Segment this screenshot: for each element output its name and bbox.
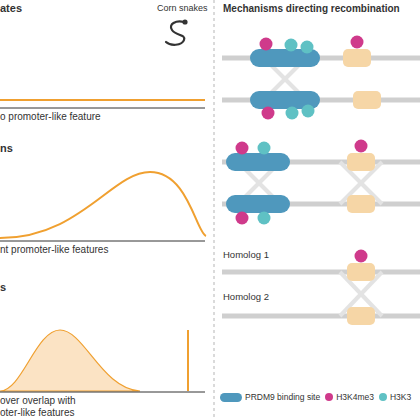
prdm9-site xyxy=(226,153,290,171)
h3k4me3-mark xyxy=(355,250,368,263)
legend-swatch xyxy=(379,393,387,401)
h3k4me3-mark xyxy=(236,142,249,155)
section-heading: ates xyxy=(0,2,22,15)
prdm9-site xyxy=(226,195,290,213)
chromosome xyxy=(222,314,420,319)
promoter-feature xyxy=(347,153,375,171)
h3k36me3-mark xyxy=(286,107,299,120)
legend: PRDM9 binding site H3K4me3 H3K3 xyxy=(220,392,416,402)
axis-label: over overlap with xyxy=(0,395,76,407)
h3k4me3-mark xyxy=(355,140,368,153)
homolog-label: Homolog 2 xyxy=(223,292,269,303)
legend-swatch xyxy=(220,393,242,402)
chromosome xyxy=(222,270,420,275)
legend-text: H3K3 xyxy=(390,392,411,402)
promoter-feature xyxy=(343,49,371,67)
x-axis xyxy=(0,241,205,242)
distribution-area xyxy=(0,330,140,391)
h3k36me3-mark xyxy=(285,39,298,52)
snake-head xyxy=(182,19,187,24)
column-divider xyxy=(214,0,215,420)
marker-line xyxy=(187,330,189,391)
homolog-label: Homolog 1 xyxy=(223,250,269,261)
promoter-feature xyxy=(347,195,375,213)
panel-title: Mechanisms directing recombination xyxy=(223,3,400,15)
promoter-feature xyxy=(347,307,375,325)
snake-icon xyxy=(166,21,184,44)
x-axis xyxy=(0,392,205,393)
legend-item: H3K4me3 xyxy=(325,392,374,402)
h3k4me3-mark xyxy=(260,38,273,51)
h3k36me3-mark xyxy=(258,212,271,225)
section-heading: ns xyxy=(0,142,13,155)
h3k4me3-mark xyxy=(262,107,275,120)
legend-text: H3K4me3 xyxy=(336,392,374,402)
legend-swatch xyxy=(325,393,333,401)
axis-label: o promoter-like feature xyxy=(0,111,101,123)
promoter-feature xyxy=(353,91,381,109)
axis-label: oter-like features xyxy=(0,407,74,419)
h3k4me3-mark xyxy=(351,36,364,49)
legend-text: PRDM9 binding site xyxy=(245,392,320,402)
x-axis xyxy=(0,108,205,109)
promoter-feature xyxy=(347,263,375,281)
rate-curve xyxy=(0,172,206,238)
legend-item: PRDM9 binding site xyxy=(220,392,320,402)
rate-line xyxy=(0,99,205,101)
h3k36me3-mark xyxy=(301,41,314,54)
species-label: Corn snakes xyxy=(157,3,208,13)
h3k36me3-mark xyxy=(258,142,271,155)
h3k4me3-mark xyxy=(236,212,249,225)
legend-item: H3K3 xyxy=(379,392,411,402)
h3k36me3-mark xyxy=(302,105,315,118)
section-heading: s xyxy=(0,281,6,294)
axis-label: nt promoter-like features xyxy=(0,244,108,256)
